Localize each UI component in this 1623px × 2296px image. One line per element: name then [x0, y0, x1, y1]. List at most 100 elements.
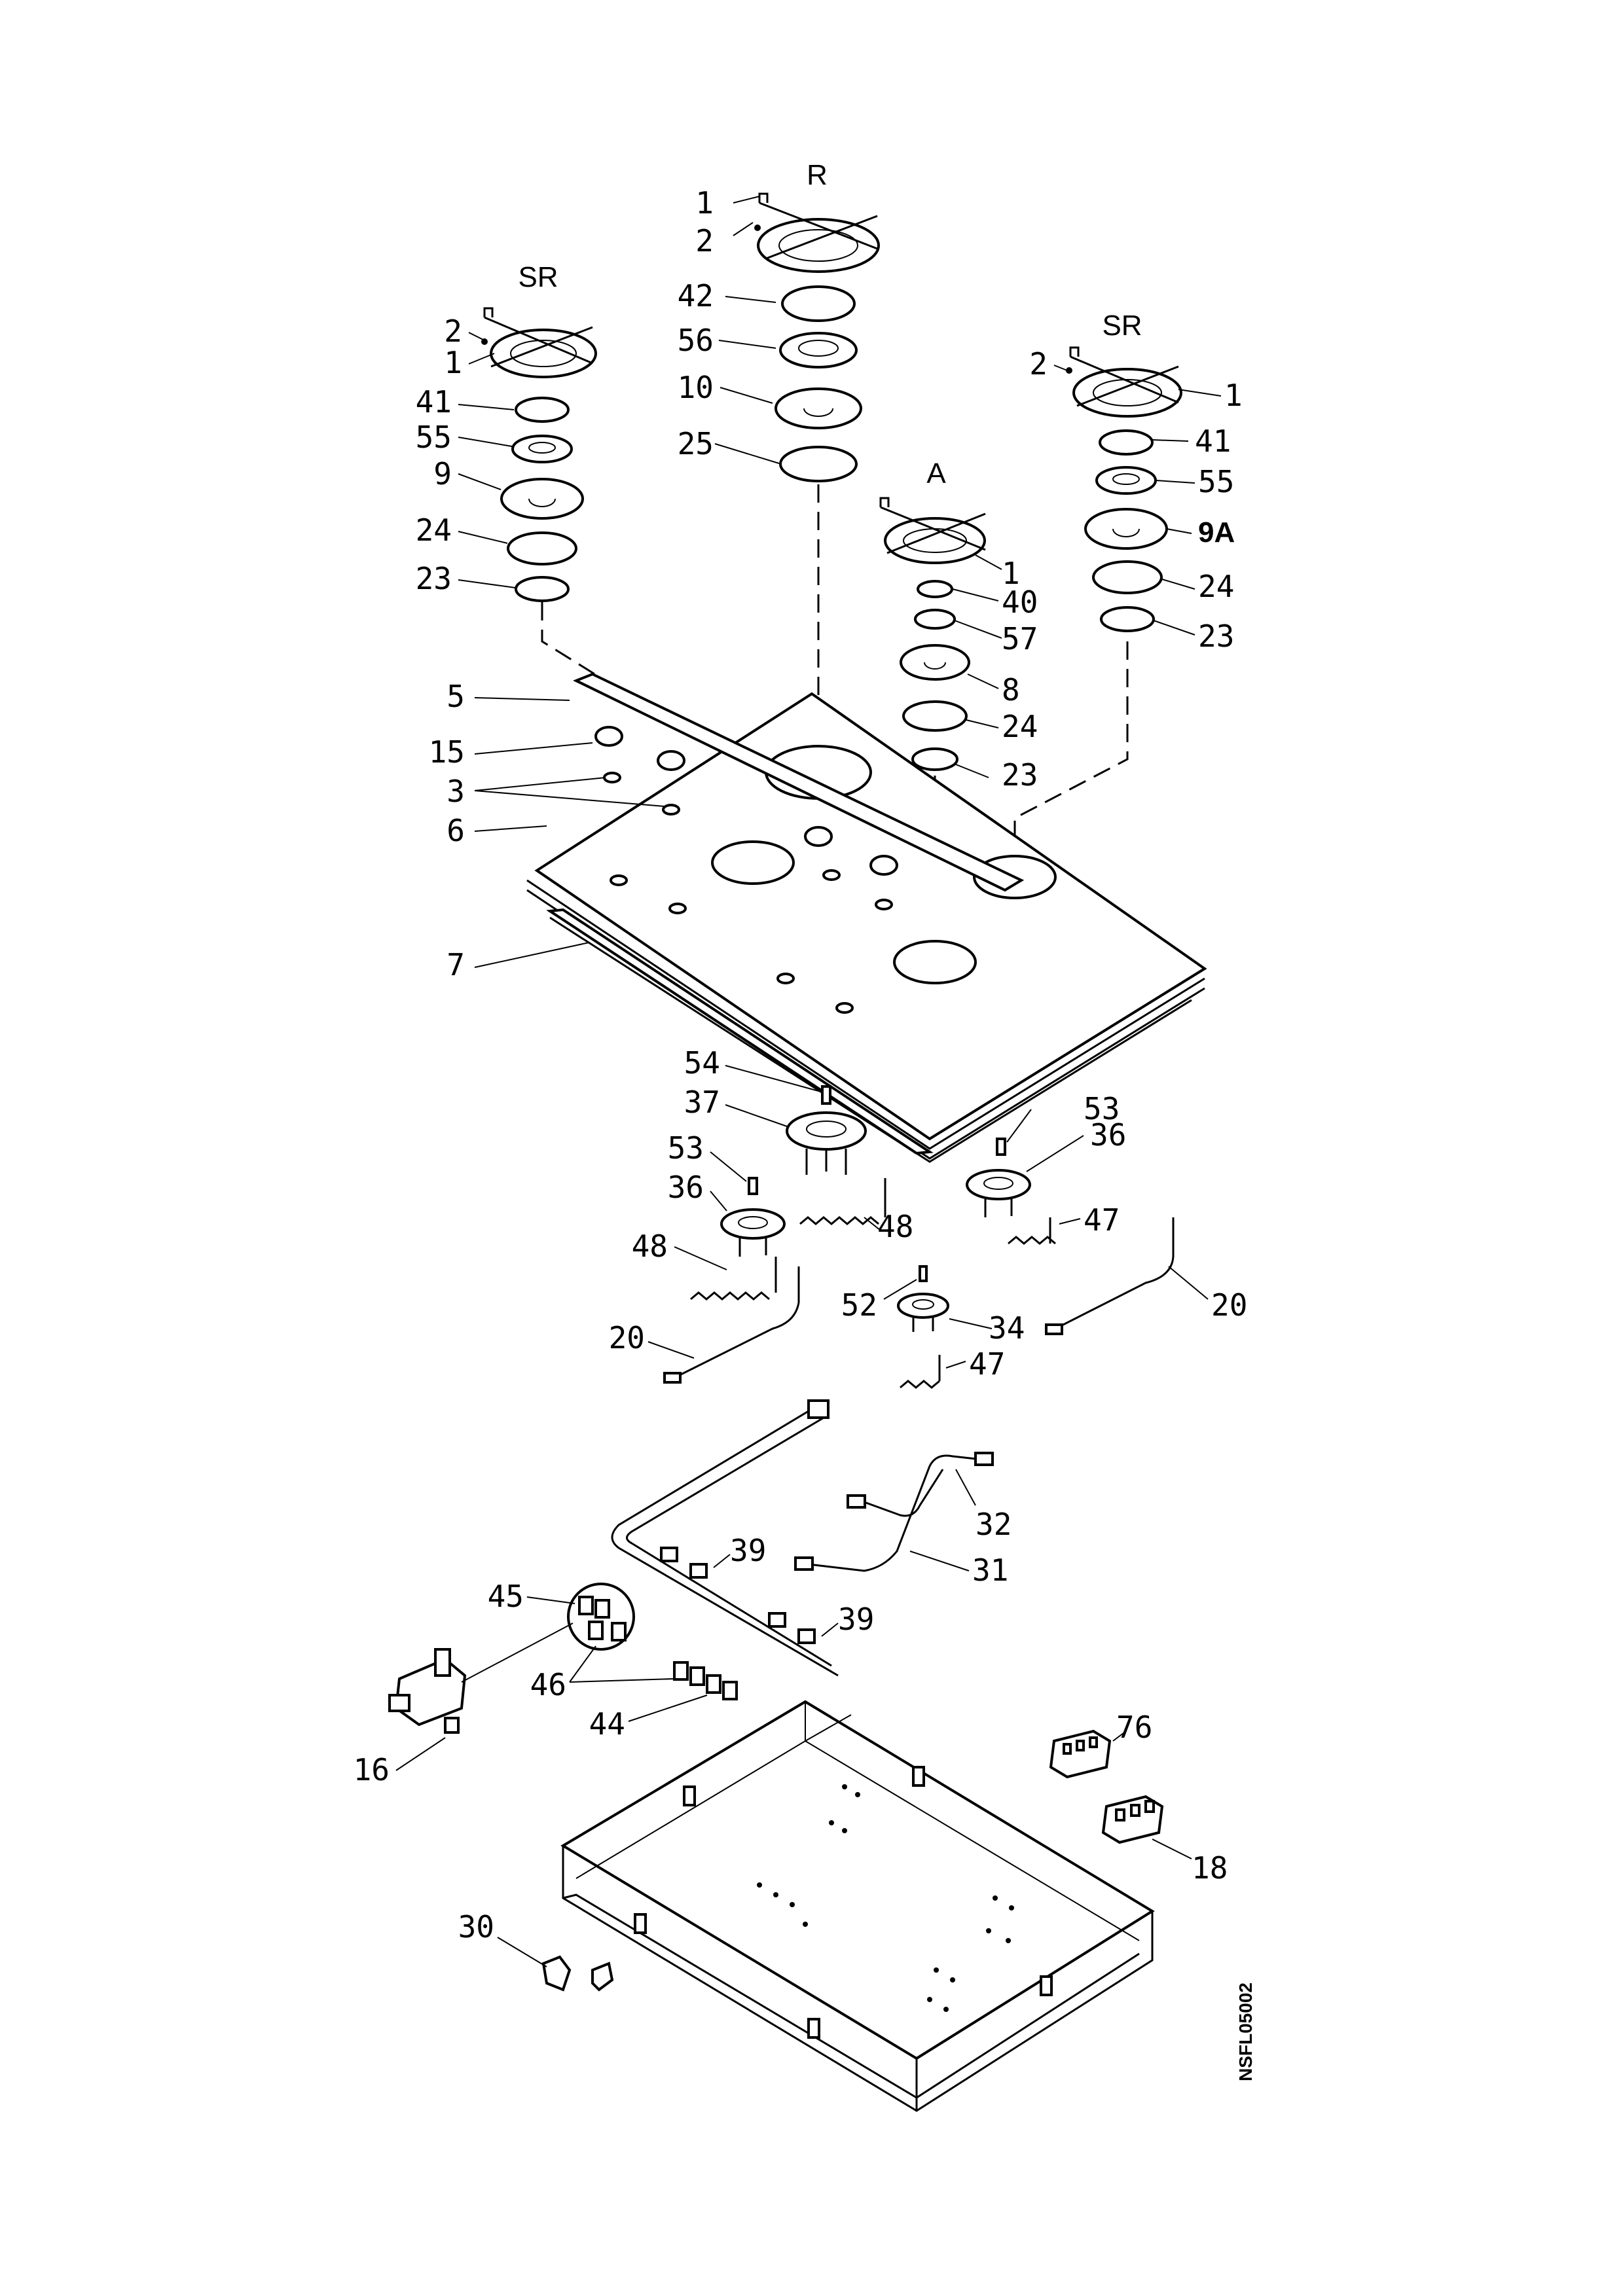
tray-holes — [757, 1784, 1014, 2012]
electrode-wire-47-top — [1008, 1217, 1056, 1245]
ignition-switch-76 — [1049, 1729, 1112, 1779]
callout-44: 44 — [589, 1706, 625, 1742]
pipe-32-end-fitting — [974, 1452, 994, 1466]
callout-54: 54 — [684, 1045, 720, 1081]
callout-1-right: 1 — [1224, 378, 1243, 413]
callout-23-left: 23 — [416, 561, 452, 596]
cap-41-left — [515, 397, 570, 423]
burner-body-34 — [897, 1265, 949, 1332]
callout-1-middle: 1 — [1002, 556, 1020, 591]
callout-76: 76 — [1116, 1710, 1152, 1745]
callout-2-right: 2 — [1029, 346, 1048, 382]
base-tray — [560, 1700, 1155, 2112]
callout-36-right: 36 — [1090, 1117, 1126, 1153]
callout-31: 31 — [972, 1552, 1008, 1588]
callout-3: 3 — [447, 774, 465, 809]
callout-57: 57 — [1002, 621, 1038, 656]
callout-46: 46 — [530, 1667, 566, 1702]
callout-42: 42 — [678, 278, 714, 314]
spreader-10 — [775, 387, 862, 429]
thermocouple-20-left — [674, 1266, 800, 1379]
callout-9: 9 — [433, 456, 452, 492]
spreader-9a — [1084, 508, 1168, 550]
callout-45: 45 — [488, 1579, 524, 1614]
clip-39-d — [797, 1628, 816, 1644]
burner-sr-left-stack — [458, 307, 754, 870]
spreader-8 — [900, 644, 970, 681]
gas-manifold — [611, 1399, 839, 1677]
burner-sr-right-stack — [1013, 346, 1222, 870]
control-strip-5 — [573, 672, 1025, 892]
callout-55-right: 55 — [1198, 464, 1234, 499]
burner-body-36-right — [966, 1138, 1031, 1217]
thermocouple-20-right-connector — [1045, 1323, 1063, 1335]
ring-24-left — [507, 531, 577, 565]
burner-body-37 — [786, 1085, 867, 1175]
pan-support-sr-right — [1072, 368, 1182, 418]
callout-23-middle: 23 — [1002, 757, 1038, 793]
clip-16 — [444, 1717, 460, 1734]
spark-generator-18 — [1101, 1795, 1164, 1844]
bracket-30 — [541, 1955, 614, 1992]
burner-body-36-left — [720, 1177, 786, 1257]
group-label-sr-right: SR — [1102, 310, 1142, 342]
ring-25 — [779, 446, 858, 482]
burner-a-stack — [879, 497, 1002, 969]
knob-15-a — [594, 726, 623, 747]
injector-53-right — [996, 1138, 1006, 1156]
ring-23-left — [515, 576, 570, 602]
callout-55-left: 55 — [416, 420, 452, 455]
electrode-wire-48-upper — [799, 1178, 886, 1225]
callout-10: 10 — [678, 370, 714, 405]
thermocouple-20-left-connector — [663, 1372, 682, 1384]
callout-5: 5 — [447, 679, 465, 714]
callout-41-left: 41 — [416, 384, 452, 420]
hole-left — [711, 840, 795, 885]
cap-42 — [781, 285, 856, 322]
small-holes — [603, 772, 893, 1014]
cap-40 — [917, 580, 953, 598]
manifold-inlet — [807, 1399, 830, 1419]
callout-20-left: 20 — [609, 1320, 645, 1355]
callout-53-left: 53 — [668, 1130, 704, 1166]
drawing-code: NSFL05002 — [1235, 1982, 1256, 2081]
callout-23-right: 23 — [1198, 619, 1234, 654]
callout-18: 18 — [1192, 1850, 1228, 1886]
callout-48-upper: 48 — [877, 1209, 913, 1244]
callout-53-right: 53 — [1084, 1091, 1120, 1126]
callout-1-left: 1 — [444, 345, 462, 380]
injector-54 — [821, 1085, 831, 1105]
callout-7: 7 — [447, 947, 465, 982]
callout-52: 52 — [841, 1287, 877, 1323]
pipe-32-fitting — [847, 1494, 866, 1509]
worktop-panel — [526, 672, 1207, 1163]
callout-2-left: 2 — [444, 314, 462, 349]
injector-52 — [919, 1265, 928, 1282]
callout-24-left: 24 — [416, 512, 452, 548]
crown-56 — [779, 332, 858, 368]
clip-39-a — [660, 1547, 678, 1562]
callout-32: 32 — [976, 1507, 1012, 1542]
callout-16: 16 — [354, 1752, 390, 1787]
group-label-a: A — [926, 457, 946, 490]
callout-30: 30 — [458, 1909, 494, 1945]
crown-55-right — [1095, 466, 1157, 495]
cap-41-right — [1099, 429, 1154, 456]
pipe-31-fitting — [794, 1556, 814, 1571]
callout-41-right: 41 — [1195, 423, 1231, 459]
callout-15: 15 — [429, 734, 465, 770]
callout-2: 2 — [695, 223, 714, 259]
callout-47-top: 47 — [1084, 1202, 1120, 1238]
callout-39-upper: 39 — [730, 1533, 766, 1568]
glass-top-6 — [534, 692, 1207, 1141]
clip-39-c — [768, 1612, 786, 1628]
pan-support-sr-left — [490, 329, 597, 378]
callout-39-lower: 39 — [838, 1602, 874, 1637]
injector-block-44 — [673, 1661, 738, 1700]
pan-support-r — [757, 218, 880, 273]
ring-23-middle — [911, 747, 958, 771]
callout-25: 25 — [678, 426, 714, 461]
ring-24-right — [1092, 560, 1163, 594]
knob-15-d — [869, 855, 898, 876]
